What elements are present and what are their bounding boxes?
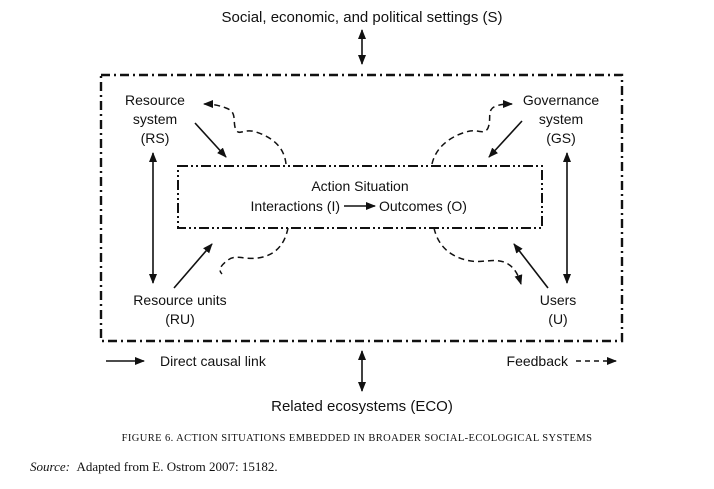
source-line: Source: Adapted from E. Ostrom 2007: 151… bbox=[30, 459, 278, 474]
resource-units-node: Resource units (RU) bbox=[133, 292, 226, 327]
source-prefix: Source: bbox=[30, 459, 70, 474]
feedback-to-users bbox=[433, 227, 523, 285]
interactions-label: Interactions (I) bbox=[251, 198, 340, 214]
users-node: Users (U) bbox=[540, 292, 577, 327]
rs-to-action-arrow bbox=[194, 122, 227, 158]
legend: Direct causal link Feedback bbox=[106, 353, 617, 369]
gs-line3: (GS) bbox=[546, 130, 576, 146]
legend-feedback-label: Feedback bbox=[507, 353, 569, 369]
figure-caption: Figure 6. Action situations embedded in … bbox=[122, 433, 593, 444]
users-to-action-arrow bbox=[513, 243, 549, 289]
gs-line2: system bbox=[539, 111, 583, 127]
resource-system-node: Resource system (RS) bbox=[125, 92, 185, 146]
users-line1: Users bbox=[540, 292, 577, 308]
outcomes-label: Outcomes (O) bbox=[379, 198, 467, 214]
ru-line1: Resource units bbox=[133, 292, 226, 308]
rs-line2: system bbox=[133, 111, 177, 127]
ru-line2: (RU) bbox=[165, 311, 195, 327]
users-line2: (U) bbox=[548, 311, 567, 327]
rs-line3: (RS) bbox=[141, 130, 170, 146]
ses-boundary bbox=[99, 73, 624, 343]
legend-direct-link-label: Direct causal link bbox=[160, 353, 267, 369]
gs-to-action-arrow bbox=[488, 120, 523, 158]
feedback-to-gs bbox=[431, 100, 513, 165]
feedback-to-rs bbox=[203, 100, 287, 165]
feedback-from-ru bbox=[219, 227, 289, 275]
governance-system-node: Governance system (GS) bbox=[523, 92, 599, 146]
rs-line1: Resource bbox=[125, 92, 185, 108]
source-text: Adapted from E. Ostrom 2007: 15182. bbox=[77, 459, 278, 474]
related-ecosystems-label: Related ecosystems (ECO) bbox=[271, 398, 453, 415]
ru-to-action-arrow bbox=[173, 243, 213, 289]
action-situation-box bbox=[177, 165, 543, 229]
action-situation-title: Action Situation bbox=[311, 178, 408, 194]
social-settings-label: Social, economic, and political settings… bbox=[222, 9, 503, 26]
gs-line1: Governance bbox=[523, 92, 599, 108]
